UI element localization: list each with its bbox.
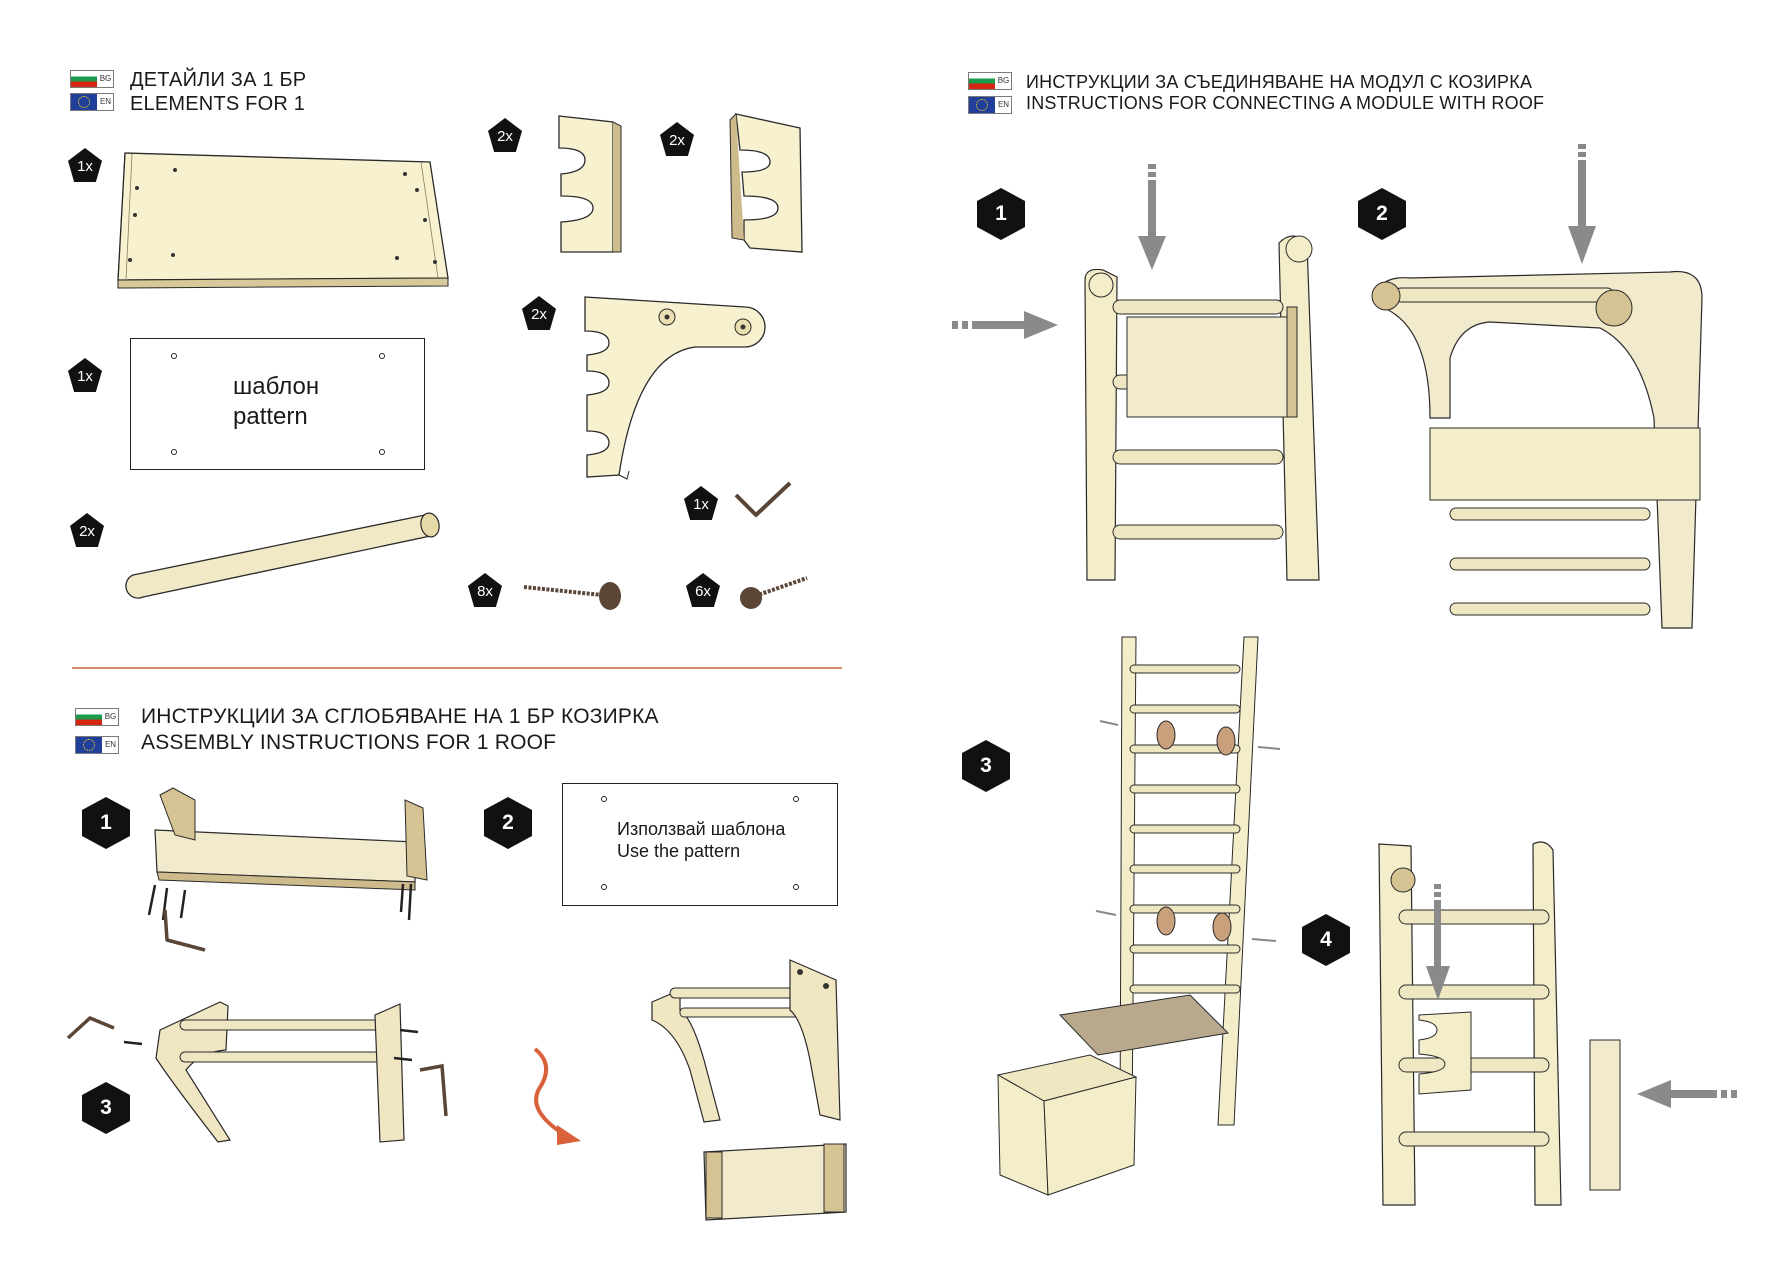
assembly-step-1: 1 — [82, 797, 130, 849]
eu-flag-icon: EN — [968, 96, 1012, 114]
ladder-step-2-illustration — [1371, 270, 1703, 629]
connect-title-en: INSTRUCTIONS FOR CONNECTING A MODULE WIT… — [1026, 93, 1545, 113]
use-pattern-bg: Използвай шаблона — [617, 819, 786, 839]
left-arrow-icon — [1637, 1080, 1737, 1108]
qty-badge-rod: 2x — [70, 513, 104, 547]
bg-flag-icon: BG — [968, 72, 1012, 90]
rod-part — [125, 512, 440, 599]
flag-code: BG — [104, 712, 117, 721]
qty-badge-board: 1x — [68, 148, 102, 182]
screw-icon — [740, 576, 808, 609]
connect-title-bg: ИНСТРУКЦИИ ЗА СЪЕДИНЯВАНЕ НА МОДУЛ С КОЗ… — [1026, 72, 1533, 92]
qty-badge-right-bracket: 2x — [660, 122, 694, 156]
assembly-step-3-illustration — [66, 1001, 448, 1143]
qty-badge-long-screw: 8x — [468, 573, 502, 607]
elements-title-en: ELEMENTS FOR 1 — [130, 93, 306, 115]
pattern-template: шаблон pattern — [130, 338, 425, 470]
assembled-roof-illustration — [651, 959, 841, 1123]
flag-code: BG — [99, 74, 112, 83]
connect-step-2: 2 — [1358, 188, 1406, 240]
board-part — [117, 152, 449, 289]
ladder-step-4-illustration — [1378, 841, 1621, 1206]
down-arrow-icon — [1426, 884, 1450, 1000]
flag-code: BG — [997, 76, 1010, 85]
use-pattern-box: Използвай шаблона Use the pattern — [562, 783, 838, 906]
elements-title-bg: ДЕТАЙЛИ ЗА 1 БР — [130, 69, 307, 91]
connect-step-1: 1 — [977, 188, 1025, 240]
qty-badge-side-arm: 2x — [522, 296, 556, 330]
eu-flag-icon: EN — [70, 93, 114, 111]
left-bracket-part — [558, 115, 622, 253]
ladder-step-1-illustration — [1084, 235, 1320, 581]
section-divider — [72, 667, 842, 669]
flag-code: EN — [99, 97, 112, 106]
screw-icon — [523, 582, 621, 610]
bg-flag-icon: BG — [70, 70, 114, 88]
qty-badge-short-screw: 6x — [686, 573, 720, 607]
pattern-label-en: pattern — [233, 403, 308, 430]
qty-badge-left-bracket: 2x — [488, 118, 522, 152]
down-arrow-icon — [1568, 144, 1596, 264]
hex-key-icon — [734, 481, 792, 517]
assembly-title-bg: ИНСТРУКЦИИ ЗА СГЛОБЯВАНЕ НА 1 БР КОЗИРКА — [141, 705, 659, 728]
eu-flag-icon: EN — [75, 736, 119, 754]
curved-arrow-icon — [533, 1047, 581, 1145]
ladder-step-3-illustration — [996, 636, 1281, 1196]
pattern-label-bg: шаблон — [233, 373, 320, 400]
side-arm-part — [584, 296, 766, 480]
assembly-title-en: ASSEMBLY INSTRUCTIONS FOR 1 ROOF — [141, 731, 557, 754]
flag-code: EN — [997, 100, 1010, 109]
qty-badge-hex-key: 1x — [684, 486, 718, 520]
assembly-step-1-illustration — [147, 787, 428, 952]
connect-step-3: 3 — [962, 740, 1010, 792]
assembly-step-2: 2 — [484, 797, 532, 849]
bg-flag-icon: BG — [75, 708, 119, 726]
flag-code: EN — [104, 740, 117, 749]
down-arrow-icon — [1138, 164, 1166, 270]
connect-step-4: 4 — [1302, 914, 1350, 966]
roof-board-illustration — [703, 1143, 847, 1221]
qty-badge-pattern: 1x — [68, 358, 102, 392]
use-pattern-en: Use the pattern — [617, 841, 741, 861]
right-arrow-icon — [952, 310, 1058, 339]
right-bracket-part — [729, 113, 803, 253]
